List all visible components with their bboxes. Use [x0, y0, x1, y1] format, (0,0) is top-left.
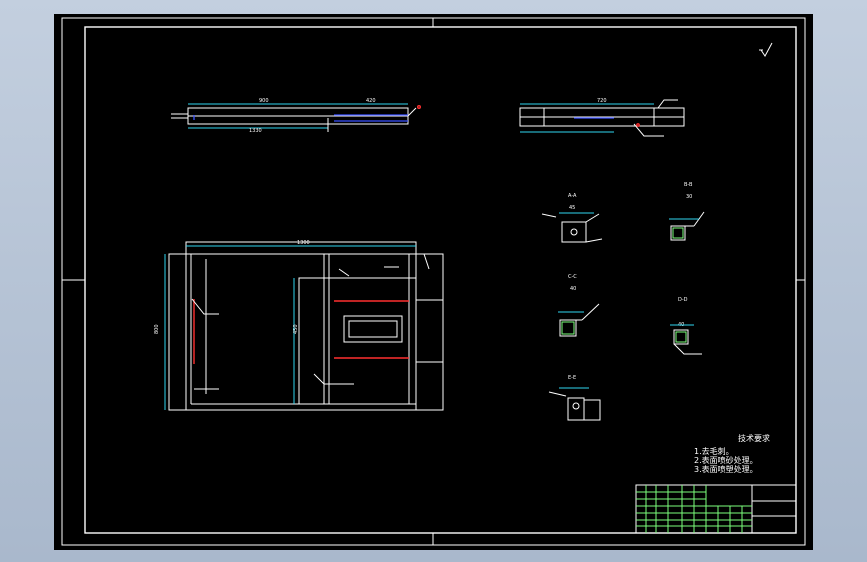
drawing-canvas: 900 420 1330 720 — [61, 17, 806, 546]
tech-req-item-3: 3.表面喷塑处理。 — [694, 464, 758, 474]
top-right-view: 720 — [519, 98, 685, 137]
section-label-e: E-E — [568, 375, 576, 381]
tech-req-item-1: 1.去毛刺。 — [694, 446, 734, 456]
section-view-a: A-A 45 — [541, 193, 603, 243]
surface-finish-icon — [759, 42, 773, 57]
section-view-c: C-C 40 — [558, 274, 600, 337]
tech-req-title: 技术要求 — [738, 433, 770, 443]
technical-requirements: 技术要求 1.去毛刺。 2.表面喷砂处理。 3.表面喷塑处理。 — [694, 433, 770, 474]
section-view-e: E-E — [548, 375, 601, 421]
tech-req-item-2: 2.表面喷砂处理。 — [694, 455, 758, 465]
main-view: 1300 800 450 — [154, 240, 444, 411]
dim-top-left-2: 420 — [366, 98, 376, 104]
drawing-sheet[interactable]: 900 420 1330 720 — [54, 14, 813, 550]
section-dim-a: 45 — [569, 205, 575, 211]
section-label-b: B-B — [684, 182, 693, 188]
section-dim-c: 40 — [570, 286, 576, 292]
top-left-view: 900 420 1330 — [171, 98, 422, 134]
drawing-border — [84, 26, 797, 534]
title-block — [635, 484, 797, 534]
section-view-d: D-D 40 — [670, 297, 702, 355]
section-view-b: B-B 30 — [669, 182, 705, 241]
section-dim-b: 30 — [686, 194, 692, 200]
dim-top-right: 720 — [597, 98, 607, 104]
section-label-a: A-A — [568, 193, 577, 199]
centering-marks — [62, 18, 805, 545]
dim-main-width: 1300 — [297, 240, 310, 246]
section-label-c: C-C — [568, 274, 577, 280]
dim-top-left-3: 1330 — [249, 128, 262, 134]
section-label-d: D-D — [678, 297, 688, 303]
dim-main-inner: 450 — [293, 324, 299, 334]
dim-top-left-1: 900 — [259, 98, 269, 104]
dim-main-height: 800 — [154, 324, 160, 334]
